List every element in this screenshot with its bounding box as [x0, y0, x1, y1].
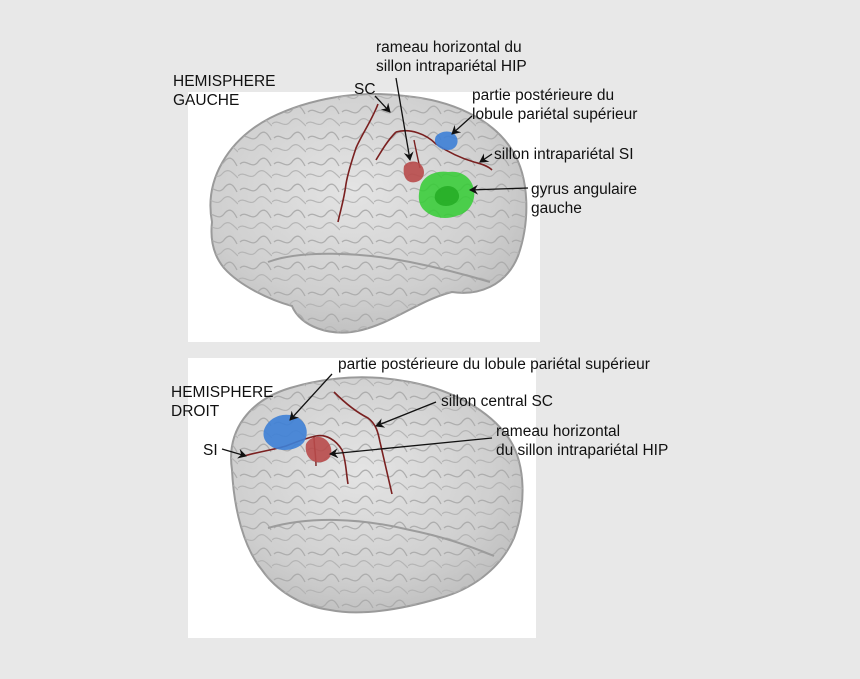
right-central-sulcus-line	[333, 391, 393, 495]
left-hemisphere-brain	[209, 93, 528, 334]
label-posterior-spl-top: partie postérieure du lobule pariétal su…	[472, 87, 638, 123]
left-spl-region	[434, 131, 458, 150]
left-hip-region	[403, 161, 424, 183]
arrow-angular-top	[469, 184, 529, 195]
label-sc-top: SC	[354, 81, 376, 98]
arrow-sc-bottom	[375, 401, 437, 428]
arrow-si-bottom	[221, 448, 247, 459]
label-si-top: sillon intrapariétal SI	[494, 146, 634, 163]
right-hemisphere-title: HEMISPHERE DROIT	[171, 384, 274, 420]
right-intraparietal-sulcus-line	[243, 434, 349, 485]
arrow-si-top	[479, 153, 493, 163]
right-spl-region	[263, 414, 307, 450]
arrow-hip-top	[395, 77, 414, 161]
arrow-hip-bottom	[329, 437, 493, 459]
arrow-sc-top	[374, 95, 391, 113]
label-central-sulcus-bottom: sillon central SC	[441, 393, 553, 410]
left-central-sulcus-line	[337, 103, 379, 223]
label-angular-gyrus: gyrus angulaire gauche	[531, 181, 637, 217]
right-hip-region	[305, 436, 332, 463]
arrow-spl-bottom	[289, 373, 333, 421]
left-intraparietal-sulcus-line	[375, 129, 493, 171]
label-hip-top: rameau horizontal du sillon intrapariéta…	[376, 39, 527, 75]
right-hemisphere-brain	[230, 376, 524, 614]
annotation-arrows	[221, 77, 529, 459]
label-hip-bottom: rameau horizontal du sillon intrapariéta…	[496, 423, 669, 459]
left-hemisphere-title: HEMISPHERE GAUCHE	[173, 73, 276, 109]
label-si-bottom: SI	[203, 442, 218, 459]
label-posterior-spl-bottom: partie postérieure du lobule pariétal su…	[338, 356, 650, 373]
arrow-spl-top	[451, 115, 473, 135]
